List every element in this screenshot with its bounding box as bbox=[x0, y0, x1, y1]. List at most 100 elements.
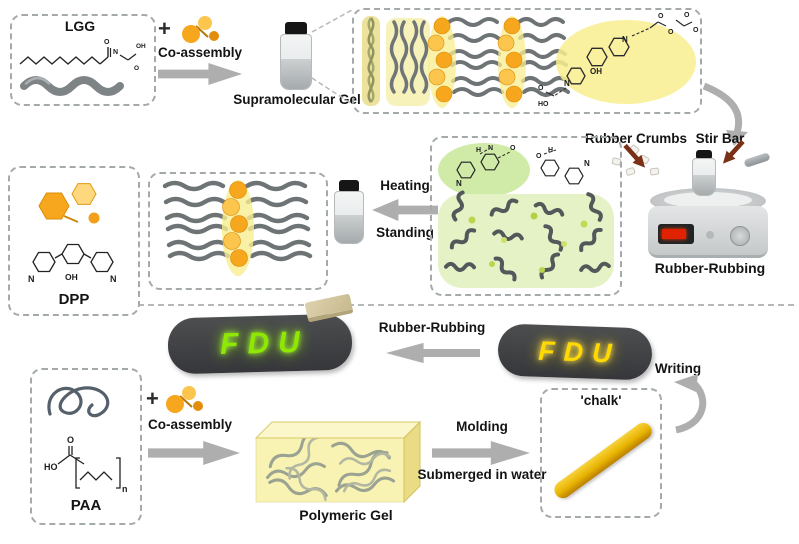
lgg-structure-box bbox=[10, 14, 156, 106]
recovered-gel-vial bbox=[334, 180, 364, 244]
heating-label: Heating bbox=[380, 178, 430, 193]
paa-structure-drawing: HO O n bbox=[44, 435, 128, 494]
svg-text:OH: OH bbox=[65, 272, 78, 282]
molding-label: Molding bbox=[456, 419, 508, 434]
chalk-label: 'chalk' bbox=[580, 393, 622, 408]
fdu-text-green: FDU bbox=[219, 325, 310, 362]
vial-cap bbox=[695, 150, 713, 158]
writing-label: Writing bbox=[654, 361, 702, 376]
vial-gel-fill bbox=[281, 59, 311, 89]
vial-cap bbox=[285, 22, 307, 34]
rubber-rubbing-device-label: Rubber-Rubbing bbox=[654, 260, 766, 276]
lgg-label: LGG bbox=[64, 18, 96, 34]
svg-text:H: H bbox=[548, 147, 553, 154]
svg-text:n: n bbox=[122, 484, 128, 494]
lgg-structure-drawing: O N OH O bbox=[19, 39, 146, 96]
supramolecular-gel-vial bbox=[280, 22, 312, 90]
svg-text:O: O bbox=[684, 12, 690, 19]
stirrer-plate-pad bbox=[664, 192, 752, 208]
protonated-structure: N H N O bbox=[456, 145, 516, 188]
svg-text:O: O bbox=[658, 13, 664, 20]
svg-text:N: N bbox=[113, 49, 118, 56]
vial-body bbox=[334, 190, 364, 244]
standing-label: Standing bbox=[376, 225, 434, 240]
coassembly-label-top: Co-assembly bbox=[157, 45, 243, 60]
rubber-crumb bbox=[649, 167, 660, 176]
fdu-board-green: FDU bbox=[167, 313, 353, 375]
eraser-icon bbox=[304, 293, 354, 323]
supramolecular-gel-label: Supramolecular Gel bbox=[233, 92, 361, 107]
dispersed-state-box bbox=[430, 136, 622, 296]
svg-text:N: N bbox=[584, 159, 590, 168]
chromophore-stack-1 bbox=[427, 16, 456, 108]
stir-bar-label: Stir Bar bbox=[695, 131, 745, 146]
assembled-gel-drawing bbox=[162, 180, 313, 276]
svg-text:O: O bbox=[104, 39, 110, 46]
chalk-box bbox=[540, 388, 662, 518]
rubber-rubbing-process-label: Rubber-Rubbing bbox=[378, 320, 486, 335]
dpp-molecule-icon-bottom bbox=[166, 386, 203, 413]
rubber-crumb bbox=[625, 166, 636, 177]
dpp-structure-box bbox=[8, 166, 140, 316]
rubber-rubbing-arrow bbox=[386, 342, 480, 364]
stir-bar-icon bbox=[743, 152, 771, 168]
plus-sign-bottom: + bbox=[146, 386, 159, 411]
hbond-structure: OH N N O O O HO bbox=[538, 13, 696, 108]
assembly-mechanism-drawing: OH N N O O O HO O O bbox=[362, 12, 699, 108]
helix-ribbon bbox=[362, 16, 380, 106]
stirrer-vial bbox=[692, 150, 716, 196]
vial-cap bbox=[338, 180, 360, 191]
fdu-text-yellow: FDU bbox=[537, 335, 622, 369]
coassembly-label-bottom: Co-assembly bbox=[147, 417, 233, 432]
svg-text:N: N bbox=[564, 79, 570, 88]
molding-arrow bbox=[432, 441, 530, 465]
assembled-gel-box bbox=[148, 172, 328, 290]
dpp-label: DPP bbox=[58, 291, 90, 308]
vial-gel-fill bbox=[335, 214, 363, 243]
stirrer-knob bbox=[730, 226, 750, 246]
plus-sign-top: + bbox=[158, 16, 171, 41]
svg-text:HO: HO bbox=[538, 101, 549, 108]
paa-coil-drawing bbox=[47, 386, 110, 418]
coassembly-arrow-bottom bbox=[148, 441, 240, 465]
svg-text:O: O bbox=[510, 145, 516, 152]
svg-text:OH: OH bbox=[590, 67, 602, 76]
stirrer-button bbox=[706, 231, 714, 239]
fiber-bundle bbox=[386, 18, 430, 106]
callout-lines bbox=[311, 9, 353, 105]
dpp-molecule-icon-top bbox=[182, 16, 219, 43]
heating-standing-arrow bbox=[372, 198, 438, 222]
writing-arrow bbox=[674, 374, 707, 434]
vial-body bbox=[280, 33, 312, 90]
svg-text:O: O bbox=[693, 27, 699, 34]
svg-text:N: N bbox=[488, 145, 493, 152]
polymeric-gel-label: Polymeric Gel bbox=[299, 507, 393, 523]
svg-text:HO: HO bbox=[44, 462, 58, 472]
svg-text:O: O bbox=[668, 29, 674, 36]
corner-carboxyl: O O bbox=[675, 12, 699, 34]
curved-arrow-to-stirrer bbox=[702, 82, 748, 146]
vial-gel-fill bbox=[693, 175, 715, 195]
dpp-aggregate-drawing bbox=[38, 183, 100, 224]
stirrer-display-readout bbox=[662, 229, 686, 239]
svg-text:N: N bbox=[456, 179, 462, 188]
svg-text:N: N bbox=[110, 274, 117, 284]
svg-text:O: O bbox=[536, 153, 542, 160]
chromophore-stack-2 bbox=[497, 16, 526, 108]
svg-text:O: O bbox=[538, 85, 544, 92]
hbonded-structure: O H N bbox=[536, 147, 590, 185]
dispersed-state-drawing: N H N O O H N bbox=[438, 143, 614, 288]
svg-text:O: O bbox=[134, 65, 139, 72]
submerged-label: Submerged in water bbox=[417, 467, 547, 482]
svg-text:OH: OH bbox=[136, 43, 146, 50]
svg-text:H: H bbox=[476, 147, 481, 154]
assembly-mechanism-box bbox=[352, 8, 702, 114]
paa-structure-box bbox=[30, 368, 142, 525]
section-divider bbox=[138, 304, 794, 306]
svg-text:N: N bbox=[28, 274, 35, 284]
vial-body bbox=[692, 157, 716, 196]
svg-text:O: O bbox=[67, 435, 74, 445]
dpp-structure-drawing: N N OH bbox=[28, 243, 117, 284]
svg-text:N: N bbox=[622, 35, 628, 44]
